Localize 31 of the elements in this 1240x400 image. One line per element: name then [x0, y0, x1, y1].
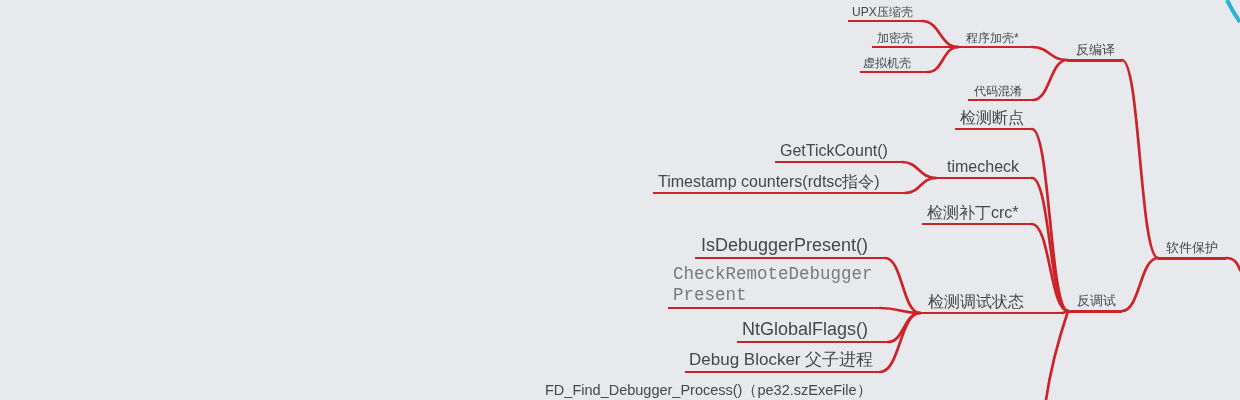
- topic-label: UPX压缩壳: [848, 4, 922, 23]
- topic-label: GetTickCount(): [775, 141, 902, 164]
- branch-line: [1120, 256, 1160, 313]
- branch-line: [878, 311, 922, 374]
- topic-label: 加密壳: [872, 30, 950, 49]
- topic-label: 程序加壳*: [958, 30, 1032, 49]
- topic-label: timecheck: [936, 157, 1032, 180]
- topic-label: NtGlobalFlags(): [737, 318, 888, 344]
- branch-line: [1060, 309, 1070, 315]
- branch-line: [1044, 309, 1070, 400]
- topic-label: 反调试: [1068, 293, 1122, 313]
- branch-line: [1120, 58, 1160, 260]
- topic-label: 软件保护: [1158, 240, 1226, 260]
- topic-label: FD_Find_Debugger_Process()（pe32.szExeFile）: [541, 381, 886, 400]
- topic-label: Debug Blocker 父子进程: [685, 349, 880, 374]
- topic-label: 反编译: [1067, 42, 1122, 62]
- branch-line: [1030, 222, 1070, 313]
- branch-line: [926, 45, 960, 74]
- topic-label: Timestamp counters(rdtsc指令): [653, 172, 905, 195]
- topic-label: 检测调试状态: [920, 292, 1062, 315]
- topic-label: CheckRemoteDebugger Present: [668, 264, 880, 310]
- topic-label: 虚拟机壳: [860, 55, 928, 74]
- branch-line: [883, 256, 922, 315]
- branch-line: [900, 160, 938, 180]
- topic-label: 检测补丁crc*: [922, 203, 1032, 226]
- topic-label: 检测断点: [955, 108, 1032, 131]
- topic-label: 代码混淆: [968, 83, 1033, 102]
- branch-line: [903, 176, 938, 195]
- topic-label: IsDebuggerPresent(): [695, 234, 885, 260]
- branch-line: [1224, 256, 1240, 272]
- branch-line: [1031, 58, 1069, 102]
